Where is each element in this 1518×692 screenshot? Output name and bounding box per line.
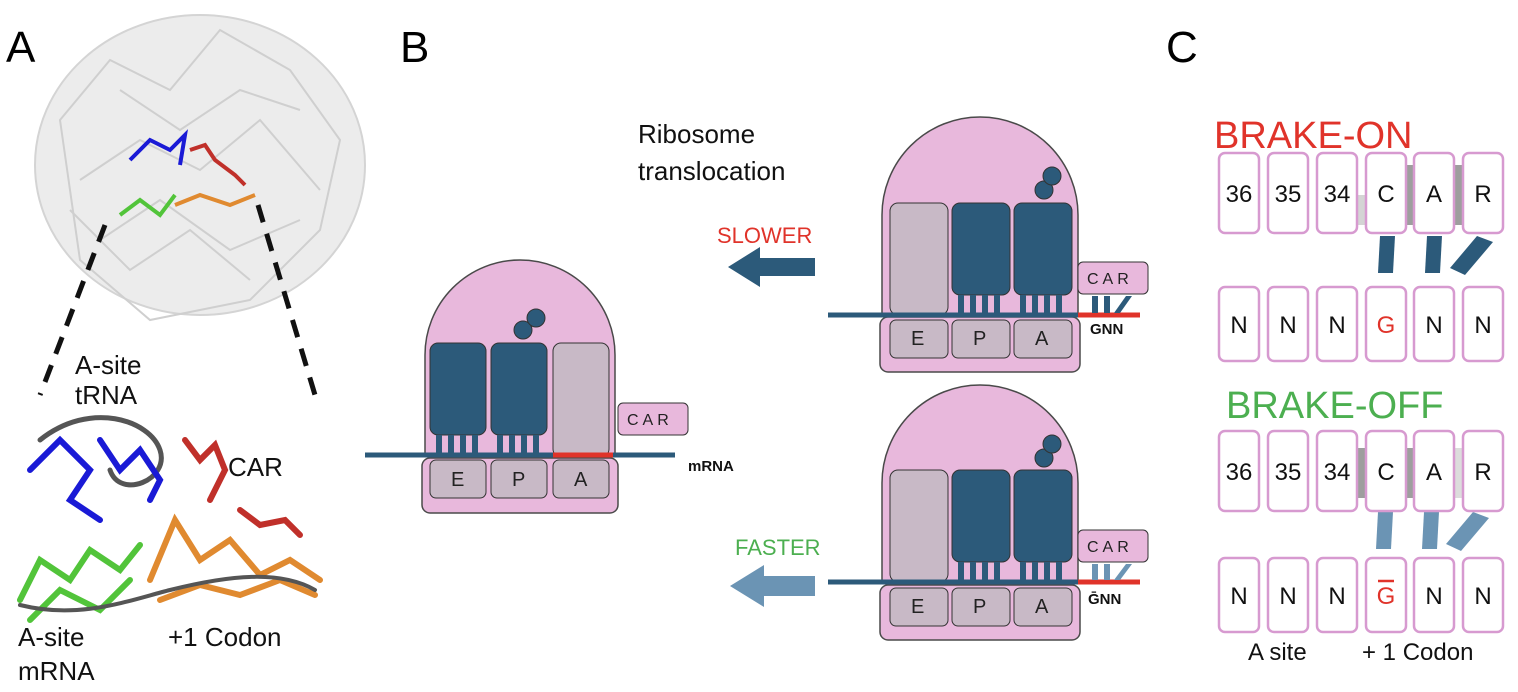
brake-on-top-row: 36 35 34 C A R [1217, 151, 1505, 235]
cell-box [1461, 285, 1505, 363]
cell-box [1217, 556, 1261, 634]
cell-box [1461, 429, 1505, 513]
cell-box [1461, 151, 1505, 235]
cell-label: 35 [1275, 459, 1302, 486]
arrow-faster [730, 565, 815, 607]
cell-label: G [1377, 312, 1396, 339]
ribosome-left [365, 259, 689, 514]
cell-box [1266, 556, 1310, 634]
cell-box [1461, 556, 1505, 634]
site-e-top: E [911, 328, 924, 350]
cell-label: N [1474, 312, 1491, 339]
cell-label: N [1230, 312, 1247, 339]
ribosome-structure [34, 14, 366, 322]
label-brake-off: BRAKE-OFF [1226, 385, 1443, 427]
cell-box [1266, 151, 1310, 235]
cell-box [1364, 285, 1408, 363]
cell-label: A [1426, 181, 1442, 208]
cell-label: N [1328, 583, 1345, 610]
label-asite-trna-2: tRNA [75, 380, 138, 410]
cell-box [1315, 285, 1359, 363]
cell-label: 34 [1324, 181, 1351, 208]
cell-label: G [1377, 583, 1396, 610]
label-a-site: A site [1248, 639, 1307, 666]
site-p-top: P [973, 328, 986, 350]
cell-label: N [1279, 583, 1296, 610]
cell-box [1412, 285, 1456, 363]
cell-box [1364, 556, 1408, 634]
cell-label: N [1279, 312, 1296, 339]
cell-box [1217, 285, 1261, 363]
panel-label-c: C [1166, 23, 1198, 72]
zoom-lines [37, 204, 318, 396]
cell-label: A [1426, 459, 1442, 486]
panel-label-a: A [6, 23, 36, 72]
cell-box [1412, 429, 1456, 513]
car-box-left: CAR [627, 412, 673, 429]
title-ribosome: Ribosome [638, 119, 755, 149]
ribosome-bottom-right [828, 384, 1149, 641]
cell-box [1315, 151, 1359, 235]
brake-off-top-row: 36 35 34 C A R [1217, 429, 1505, 513]
cell-label: N [1474, 583, 1491, 610]
label-asite-mrna-2: mRNA [18, 656, 95, 686]
cell-box [1315, 429, 1359, 513]
cell-box [1266, 429, 1310, 513]
cell-box [1217, 151, 1261, 235]
label-slower: SLOWER [717, 223, 812, 248]
cell-box [1217, 429, 1261, 513]
cell-box [1315, 556, 1359, 634]
site-a-left: A [574, 469, 588, 491]
ribosome-top-right [828, 116, 1149, 373]
site-p-bottom: P [973, 596, 986, 618]
cell-label: R [1474, 459, 1491, 486]
cell-box [1412, 151, 1456, 235]
car-box-bottom: CAR [1087, 539, 1133, 556]
label-faster: FASTER [735, 535, 821, 560]
label-gnn-top: GNN [1090, 321, 1123, 338]
cell-label: 34 [1324, 459, 1351, 486]
cell-label: R [1474, 181, 1491, 208]
cell-label: 36 [1226, 459, 1253, 486]
cell-box [1364, 429, 1408, 513]
cell-label: N [1230, 583, 1247, 610]
zoom-molecule [17, 415, 323, 623]
top-residues [118, 129, 256, 218]
cell-box [1412, 556, 1456, 634]
title-translocation: translocation [638, 156, 785, 186]
label-asite-mrna-1: A-site [18, 622, 84, 652]
label-gnn-bottom: ḠNN [1088, 591, 1121, 608]
site-e-left: E [451, 469, 464, 491]
arrow-slower [728, 247, 815, 287]
cell-label: 35 [1275, 181, 1302, 208]
cell-label: C [1377, 181, 1394, 208]
cell-label: 36 [1226, 181, 1253, 208]
label-mrna: mRNA [688, 458, 734, 475]
car-box-top: CAR [1087, 271, 1133, 288]
site-e-bottom: E [911, 596, 924, 618]
cell-box [1266, 285, 1310, 363]
label-car: CAR [228, 452, 283, 482]
site-a-top: A [1035, 328, 1049, 350]
panel-label-b: B [400, 23, 429, 72]
site-a-bottom: A [1035, 596, 1049, 618]
cell-box [1364, 151, 1408, 235]
label-asite-trna-1: A-site [75, 350, 141, 380]
label-brake-on: BRAKE-ON [1214, 115, 1412, 157]
label-plus1-codon-c: + 1 Codon [1362, 639, 1473, 666]
label-plus1-codon: +1 Codon [168, 622, 281, 652]
cell-label: C [1377, 459, 1394, 486]
cell-label: N [1425, 312, 1442, 339]
site-p-left: P [512, 469, 525, 491]
cell-label: N [1425, 583, 1442, 610]
cell-label: N [1328, 312, 1345, 339]
